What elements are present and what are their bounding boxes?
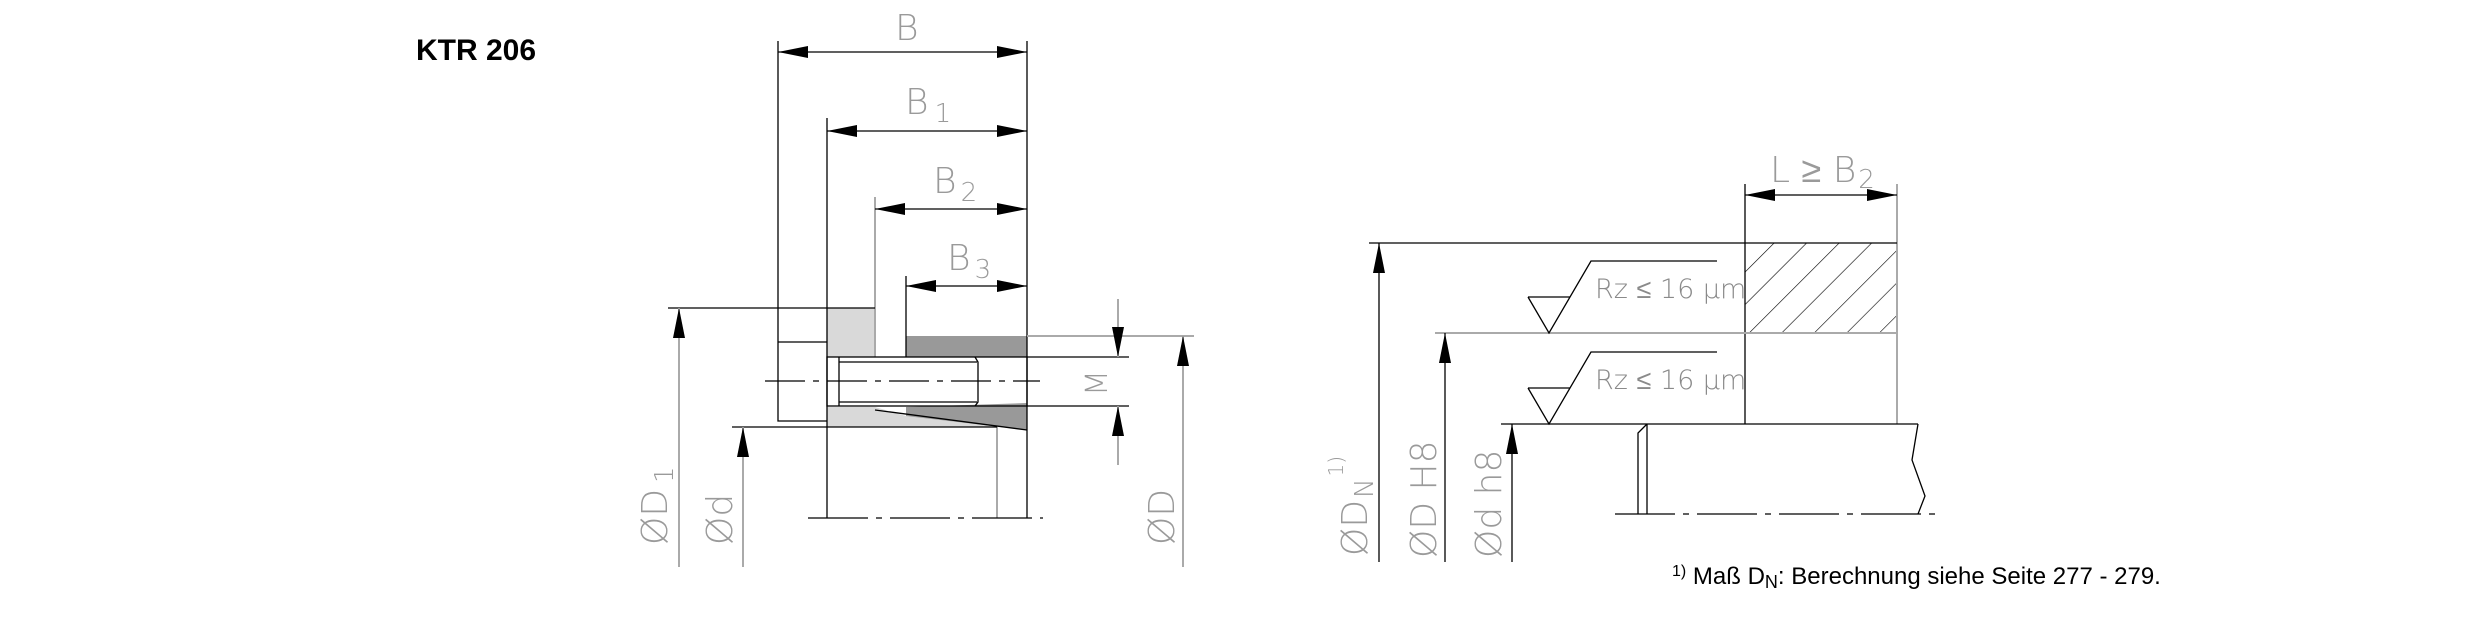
label-B: B	[895, 8, 919, 49]
extension-line-B-left	[777, 41, 827, 422]
label-D1: ØD1	[635, 466, 680, 545]
hatched-hub-section	[1745, 243, 1897, 333]
dark-gray-section-top	[906, 336, 1027, 357]
roughness-label-top: Rz ≤ 16 µm	[1595, 274, 1746, 305]
label-dh8: Ød h8	[1469, 450, 1510, 558]
surface-roughness-symbol-bottom: Rz ≤ 16 µm	[1527, 351, 1746, 426]
roughness-label-bottom: Rz ≤ 16 µm	[1595, 365, 1746, 396]
dark-gray-section-bottom	[906, 403, 1027, 430]
footnote: 1) Maß DN: Berechnung siehe Seite 277 - …	[1672, 563, 2161, 592]
label-L-ge-B2: L ≥ B2	[1770, 150, 1875, 195]
light-gray-section-top	[827, 308, 875, 357]
label-d: Ød	[700, 494, 741, 545]
label-M: M	[1080, 370, 1115, 396]
page-title: KTR 206	[416, 34, 536, 67]
right-drawing: L ≥ B2 Rz ≤ 16 µm Rz ≤ 16 µm ØDN1) ØD H8…	[1324, 150, 1941, 562]
label-DH8: ØD H8	[1404, 441, 1445, 558]
label-DN: ØDN1)	[1324, 456, 1380, 556]
label-D: ØD	[1142, 489, 1183, 545]
surface-roughness-symbol-top: Rz ≤ 16 µm	[1527, 260, 1746, 335]
break-line	[1911, 423, 1926, 515]
